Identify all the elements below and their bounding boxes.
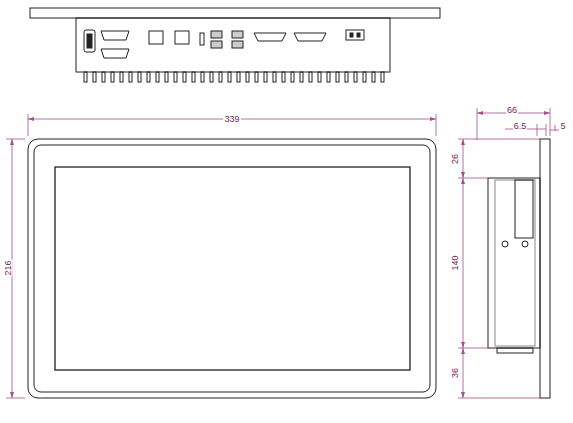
fin (255, 72, 258, 82)
fin (372, 72, 375, 82)
fin (273, 72, 276, 82)
terminal (357, 33, 360, 37)
front-bezel-top (30, 8, 440, 18)
fin (318, 72, 321, 82)
fin (210, 72, 213, 82)
fin (336, 72, 339, 82)
cooling-fins (84, 72, 384, 82)
dimension-value: 5 (559, 121, 566, 131)
fin (228, 72, 231, 82)
fin (381, 72, 384, 82)
fin (138, 72, 141, 82)
power-switch (84, 30, 95, 52)
dimension-value: 66 (506, 105, 518, 115)
fin (363, 72, 366, 82)
fin (282, 72, 285, 82)
serial-port (254, 33, 286, 41)
usb-port (211, 41, 222, 48)
fin (165, 72, 168, 82)
fin (219, 72, 222, 82)
fin (111, 72, 114, 82)
bezel-side (540, 139, 550, 398)
fin (147, 72, 150, 82)
usb-port (232, 41, 243, 48)
dimension-value: 140 (450, 254, 460, 271)
fin (309, 72, 312, 82)
fin (300, 72, 303, 82)
mount-bracket (515, 180, 533, 238)
bottom-port (497, 348, 533, 353)
dimension-value: 339 (223, 114, 240, 124)
usb-port (211, 31, 222, 38)
terminal (350, 33, 353, 37)
rear-housing-top (76, 18, 390, 72)
fin (327, 72, 330, 82)
fin (264, 72, 267, 82)
front-bezel (28, 139, 436, 398)
audio-jack (200, 33, 204, 45)
power-connector (346, 30, 364, 40)
fin (84, 72, 87, 82)
dimension-lines (6, 108, 567, 398)
fin (156, 72, 159, 82)
fin (129, 72, 132, 82)
lan-port (175, 31, 189, 44)
fin (291, 72, 294, 82)
usb-port (232, 31, 243, 38)
housing-edge (495, 180, 535, 346)
fin (354, 72, 357, 82)
fin (120, 72, 123, 82)
dimension-arrowheads (10, 111, 550, 398)
display-screen (55, 167, 410, 370)
serial-port (101, 49, 129, 58)
fin (246, 72, 249, 82)
fin (237, 72, 240, 82)
dimension-value: 216 (3, 259, 13, 276)
rear-housing-side (488, 178, 540, 348)
fin (93, 72, 96, 82)
bezel-inner-edge (34, 145, 430, 392)
screw (502, 241, 508, 247)
fin (345, 72, 348, 82)
dimension-value: 36 (450, 367, 460, 379)
serial-port (294, 33, 326, 41)
screw (522, 241, 528, 247)
fin (174, 72, 177, 82)
fin (201, 72, 204, 82)
fin (183, 72, 186, 82)
switch-key (87, 34, 92, 48)
fin (192, 72, 195, 82)
fin (102, 72, 105, 82)
serial-port (101, 31, 129, 40)
lan-port (149, 31, 163, 44)
dimension-value: 26 (450, 153, 460, 165)
dimension-value: 6.5 (513, 121, 528, 131)
